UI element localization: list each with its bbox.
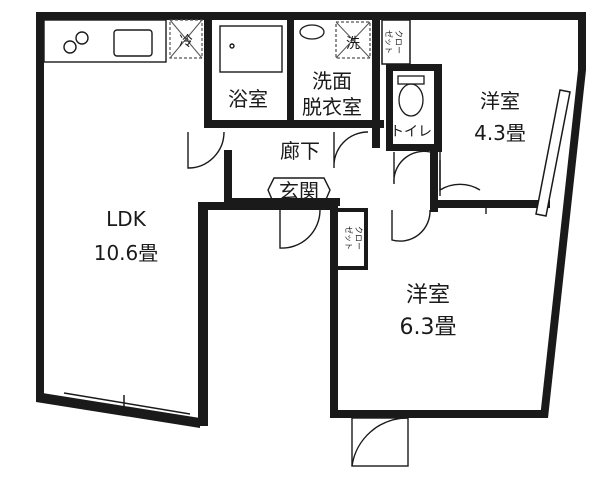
bath-label: 浴室 xyxy=(228,87,268,111)
washroom-line2: 脱衣室 xyxy=(302,95,362,119)
toilet-fixture xyxy=(397,75,425,117)
wash-fixtures xyxy=(299,21,371,59)
closet1-line1: クロー xyxy=(394,30,403,54)
washer-label: 洗 xyxy=(346,36,360,52)
western-north-name: 洋室 xyxy=(480,89,520,113)
ldk-name: LDK xyxy=(106,207,147,231)
windows xyxy=(63,89,571,415)
fridge-label: 冷 xyxy=(179,34,193,50)
closet-north-label: クロー ゼット xyxy=(384,30,403,54)
toilet-label: トイレ xyxy=(390,124,432,140)
kitchen-counter xyxy=(43,19,167,63)
bathtub xyxy=(219,25,283,73)
fridge-space: 冷 xyxy=(169,19,203,59)
thick-walls xyxy=(36,12,586,428)
closet2-line1: クロー xyxy=(354,226,363,250)
closet-south-label: クロー ゼット xyxy=(344,226,363,250)
washroom-line1: 洗面 xyxy=(312,69,352,93)
western-south-size: 6.3畳 xyxy=(400,315,457,340)
hallway-label: 廊下 xyxy=(280,139,320,163)
doors xyxy=(187,131,487,467)
western-south-name: 洋室 xyxy=(406,283,450,308)
entrance-label: 玄関 xyxy=(279,179,319,203)
ldk-size: 10.6畳 xyxy=(94,241,159,265)
western-north-size: 4.3畳 xyxy=(474,121,526,145)
entrance-outline xyxy=(267,177,331,205)
closet2-line2: ゼット xyxy=(344,226,354,250)
closet1-line2: ゼット xyxy=(384,30,394,54)
closet-north xyxy=(381,19,411,65)
